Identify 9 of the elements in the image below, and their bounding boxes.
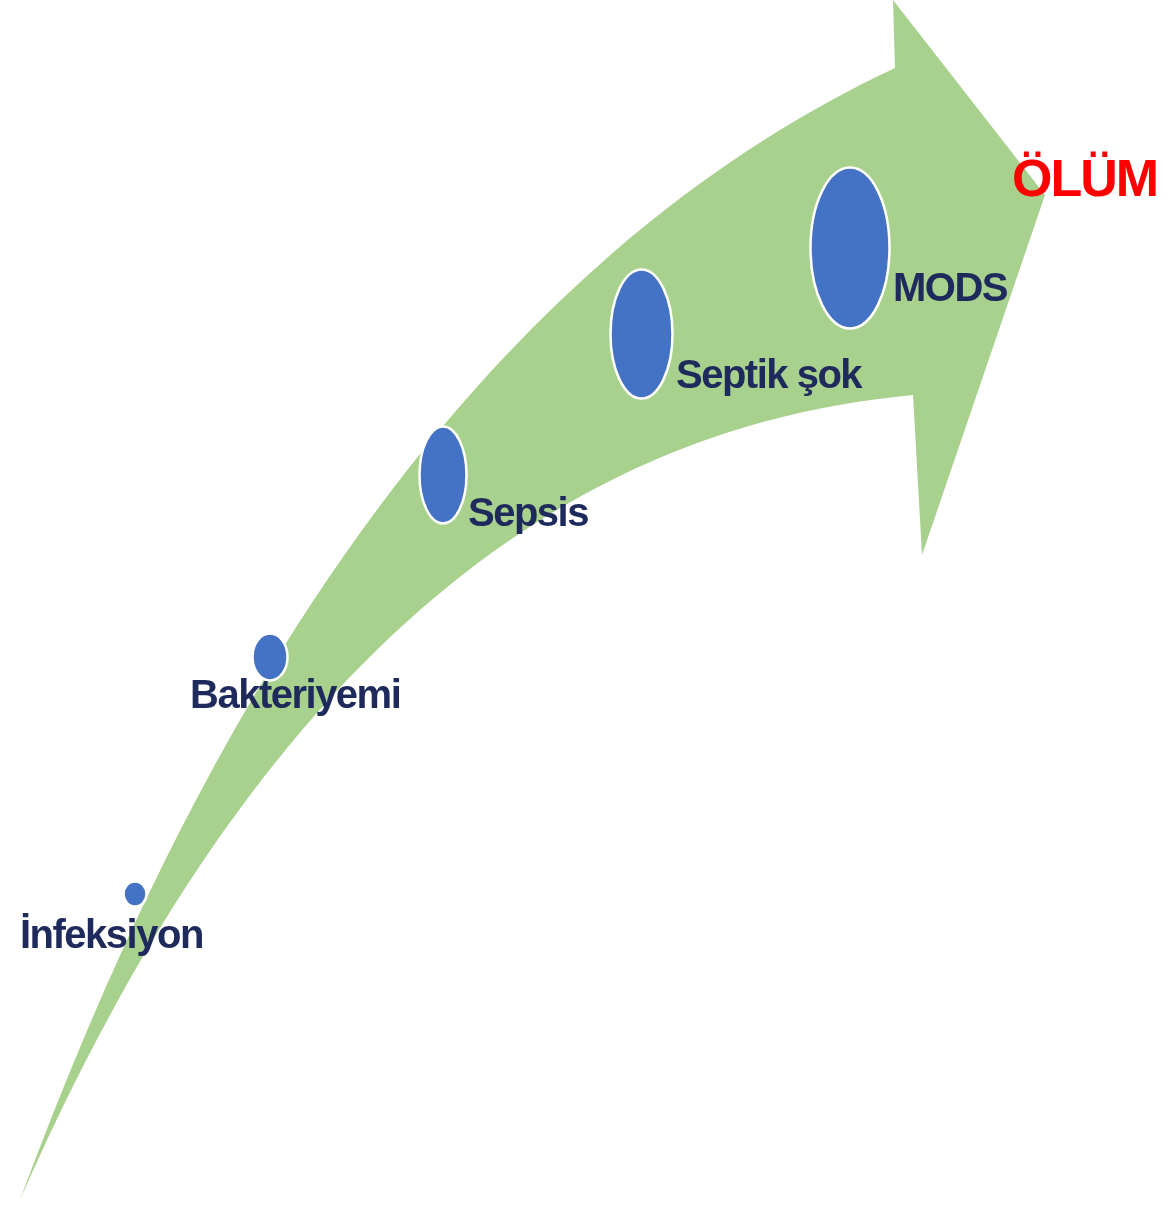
outcome-label: ÖLÜM <box>1012 150 1158 208</box>
stage-label: Septik şok <box>676 352 862 396</box>
stage-dot <box>609 268 674 400</box>
stage-dot <box>418 425 468 525</box>
stage-dot <box>809 166 891 330</box>
stage-label: MODS <box>893 265 1007 309</box>
stage-label: İnfeksiyon <box>20 912 203 956</box>
stage-label: Bakteriyemi <box>190 672 401 716</box>
stage-dot <box>122 880 148 908</box>
